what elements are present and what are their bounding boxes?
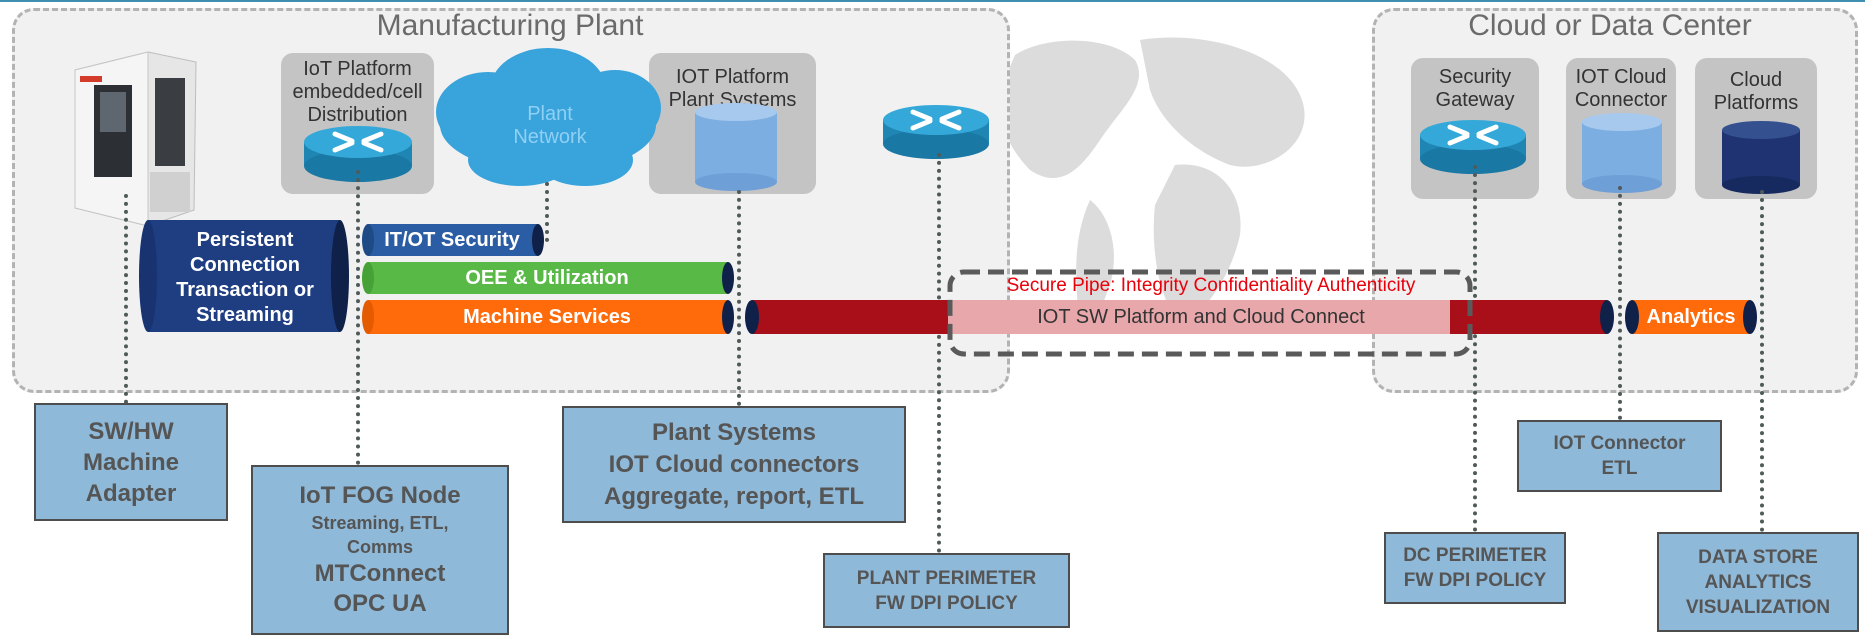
oee-utilization-label: OEE & Utilization <box>465 267 629 289</box>
router-icon-iot-embedded <box>304 126 412 182</box>
cloud-platforms-label-2: Platforms <box>1713 92 1799 114</box>
iot-connector-line-2: ETL <box>1601 458 1638 479</box>
plant-perimeter-line-1: PLANT PERIMETER <box>856 567 1037 589</box>
machine-adapter-box[interactable]: SW/HW Machine Adapter <box>34 403 228 521</box>
fog-node-protocol-2: OPC UA <box>333 590 427 617</box>
iot-embedded-label-3: Distribution <box>307 104 408 126</box>
database-icon-cloud-platforms <box>1722 121 1800 194</box>
database-icon-plant-systems <box>695 103 777 191</box>
machine-adapter-line-1: SW/HW <box>88 417 174 445</box>
dc-perimeter-line-2: FW DPI POLICY <box>1403 570 1547 591</box>
machine-adapter-line-2: Machine <box>82 448 180 476</box>
oee-utilization-pipe <box>362 262 734 294</box>
iot-platform-label: IOT SW Platform and Cloud Connect <box>1037 306 1365 328</box>
dc-perimeter-line-1: DC PERIMETER <box>1403 545 1547 566</box>
fog-node-title: IoT FOG Node <box>299 482 461 509</box>
data-store-line-1: DATA STORE <box>1698 546 1818 568</box>
cloud-connector-label-1: IOT Cloud <box>1575 66 1667 88</box>
plant-systems-label-1: IOT Platform <box>676 66 789 88</box>
plant-systems-label-2: Plant Systems <box>668 89 797 111</box>
fog-node-protocol-1: MTConnect <box>314 560 446 587</box>
plant-perimeter-line-2: FW DPI POLICY <box>875 592 1018 614</box>
plant-systems-info-line-1: Plant Systems <box>651 418 817 446</box>
plant-network-label-2: Network <box>513 126 587 148</box>
machine-services-label: Machine Services <box>463 306 631 328</box>
data-store-line-2: ANALYTICS <box>1704 571 1812 593</box>
connector-plant-network <box>545 182 549 242</box>
router-icon-plant-perimeter <box>883 105 989 159</box>
machine-services-pipe <box>362 300 734 334</box>
cloud-platforms-label-1: Cloud <box>1729 69 1783 91</box>
secure-pipe-frame <box>947 269 1473 357</box>
connector-fog-node <box>356 170 360 465</box>
router-icon-security-gateway <box>1420 120 1526 174</box>
connector-plant-perimeter <box>937 153 941 553</box>
persistent-label-2: Connection <box>190 254 300 276</box>
cloud-connector-label-2: Connector <box>1574 89 1668 111</box>
analytics-label: Analytics <box>1646 306 1736 328</box>
iot-connector-line-1: IOT Connector <box>1553 433 1686 454</box>
fog-node-box[interactable]: IoT FOG Node Streaming, ETL, Comms MTCon… <box>251 465 509 635</box>
machine-adapter-line-3: Adapter <box>85 479 177 507</box>
connector-plant-systems <box>737 190 741 406</box>
security-gateway-label-1: Security <box>1438 66 1512 88</box>
persistent-label-1: Persistent <box>196 229 294 251</box>
plant-network-label: Plant Network <box>490 103 610 149</box>
iot-embedded-label-1: IoT Platform <box>303 58 412 80</box>
cloud-region-title: Cloud or Data Center <box>1468 9 1752 42</box>
connector-machine-adapter <box>124 194 128 404</box>
it-ot-security-label: IT/OT Security <box>384 229 520 251</box>
it-ot-security-pipe <box>362 224 544 256</box>
cnc-machine-icon <box>74 51 197 227</box>
persistent-label-3: Transaction or <box>176 279 314 301</box>
plant-systems-info-line-2: IOT Cloud connectors <box>608 450 860 478</box>
iot-embedded-label-2: embedded/cell <box>292 81 423 103</box>
iot-platform-pipe <box>745 300 1614 334</box>
fog-node-sub-1: Streaming, ETL, <box>311 513 449 533</box>
persistent-label-4: Streaming <box>196 304 294 326</box>
persistent-connection-pipe <box>139 220 349 332</box>
dc-perimeter-box[interactable]: DC PERIMETER FW DPI POLICY <box>1384 532 1566 604</box>
connector-iot-connector <box>1618 186 1622 420</box>
plant-network-cloud-icon <box>436 48 661 186</box>
plant-systems-info-box[interactable]: Plant Systems IOT Cloud connectors Aggre… <box>562 406 906 523</box>
data-store-box[interactable]: DATA STORE ANALYTICS VISUALIZATION <box>1657 532 1859 632</box>
manufacturing-plant-title: Manufacturing Plant <box>376 9 644 42</box>
database-icon-cloud-connector <box>1582 113 1662 193</box>
data-store-line-3: VISUALIZATION <box>1685 596 1831 618</box>
plant-perimeter-box[interactable]: PLANT PERIMETER FW DPI POLICY <box>823 553 1070 628</box>
analytics-pipe <box>1625 300 1757 334</box>
plant-network-label-1: Plant <box>527 103 573 125</box>
connector-dc-perimeter <box>1473 165 1477 532</box>
fog-node-sub-2: Comms <box>346 537 413 557</box>
security-gateway-label-2: Gateway <box>1435 89 1515 111</box>
plant-systems-info-line-3: Aggregate, report, ETL <box>603 482 865 510</box>
secure-pipe-label: Secure Pipe: Integrity Confidentiality A… <box>1006 275 1416 296</box>
connector-data-store <box>1760 190 1764 532</box>
top-accent-line <box>0 0 1865 2</box>
iot-connector-box[interactable]: IOT Connector ETL <box>1517 420 1722 492</box>
